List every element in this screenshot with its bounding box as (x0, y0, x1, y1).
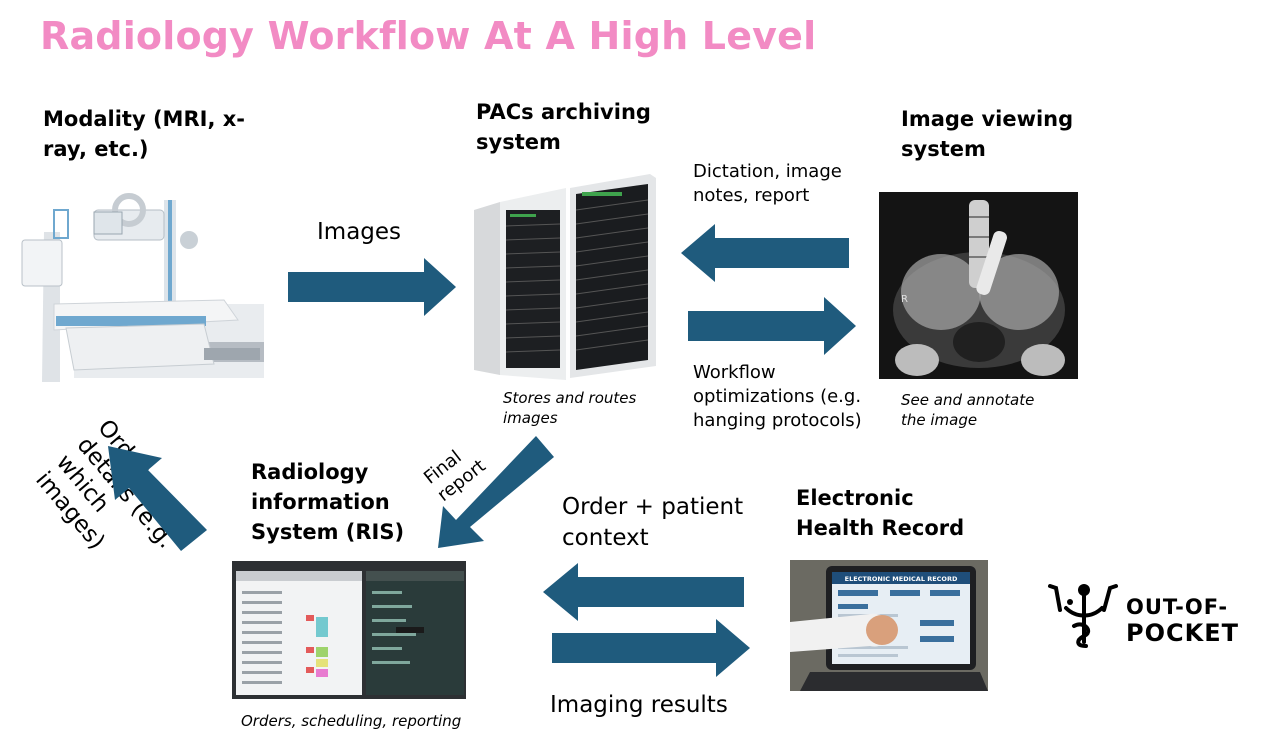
out-of-pocket-logo-text: OUT-OF- POCKET (1126, 594, 1239, 646)
viewer-heading: Image viewing system (901, 107, 1074, 161)
order-context-arrow (543, 563, 744, 621)
ehr-screen-title: ELECTRONIC MEDICAL RECORD (845, 575, 958, 583)
workflow-arrow (688, 297, 856, 355)
out-of-pocket-logo-icon (1048, 584, 1118, 648)
dictation-flow-label: Dictation, image notes, report (693, 161, 842, 206)
order-details-arrow (108, 446, 207, 551)
imaging-results-arrow (552, 619, 750, 677)
xray-machine-image (21, 193, 264, 382)
page-title: Radiology Workflow At A High Level (40, 14, 817, 58)
logo-line-1: OUT-OF- (1126, 595, 1229, 619)
pacs-caption: Stores and routes images (503, 389, 637, 427)
ris-heading: Radiology information System (RIS) (251, 460, 405, 544)
images-flow-label: Images (317, 219, 402, 245)
order-context-flow-label: Order + patient context (562, 494, 744, 551)
ris-caption: Orders, scheduling, reporting (241, 712, 462, 730)
xray-marker: R (901, 294, 908, 305)
modality-heading: Modality (MRI, x-ray, etc.) (43, 107, 245, 161)
workflow-flow-label: Workflow optimizations (e.g. hanging pro… (693, 362, 862, 431)
ehr-heading: Electronic Health Record (796, 486, 965, 540)
dictation-arrow (681, 224, 849, 282)
viewer-caption: See and annotate the image (901, 391, 1035, 429)
xray-image: R (879, 192, 1078, 379)
ehr-laptop-image: ELECTRONIC MEDICAL RECORD (790, 560, 988, 691)
logo-line-2: POCKET (1126, 619, 1239, 647)
imaging-results-flow-label: Imaging results (550, 692, 728, 718)
ris-screenshot-image (232, 561, 466, 699)
images-arrow (288, 258, 456, 316)
final-report-arrow (438, 436, 554, 548)
pacs-server-image (474, 174, 656, 380)
pacs-heading: PACs archiving system (476, 100, 651, 154)
